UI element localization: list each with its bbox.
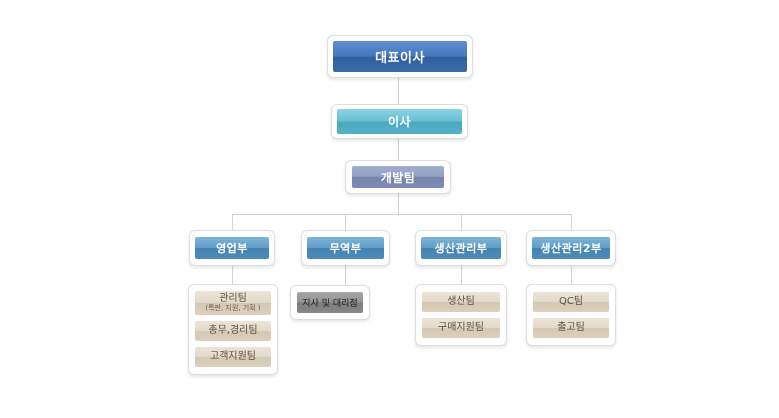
- connector-trade-teams: [345, 266, 346, 285]
- dept-card-production: 생산관리부: [415, 230, 507, 266]
- connector-drop-sales: [232, 214, 233, 230]
- team-production: 생산팀: [422, 292, 500, 312]
- dept-label-production2: 생산관리2부: [532, 237, 610, 259]
- connector-dev-trunk: [398, 194, 399, 214]
- team-purchasing-support: 구매지원팀: [422, 318, 500, 338]
- dept-label-trade: 무역부: [307, 237, 384, 259]
- connector-drop-production: [461, 214, 462, 230]
- dept-label-sales: 영업부: [195, 237, 269, 259]
- dept-label-production: 생산관리부: [421, 237, 501, 259]
- connector-production2-teams: [571, 266, 572, 284]
- team-management: 관리팀 (특판, 지원, 기획 ): [195, 291, 271, 315]
- teams-card-trade: 지사 및 대리점: [290, 285, 370, 320]
- teams-card-production: 생산팀 구매지원팀: [415, 284, 507, 346]
- ceo-card: 대표이사: [327, 35, 473, 78]
- connector-ceo-director: [398, 78, 399, 104]
- teams-card-production2: QC팀 출고팀: [526, 284, 616, 346]
- team-management-label: 관리팀: [219, 293, 247, 304]
- dev-team-label: 개발팀: [352, 166, 444, 188]
- dept-card-sales: 영업부: [189, 230, 275, 266]
- ceo-label: 대표이사: [333, 41, 467, 72]
- dept-card-trade: 무역부: [301, 230, 390, 266]
- dev-team-card: 개발팀: [345, 160, 451, 194]
- team-shipping: 출고팀: [533, 318, 609, 338]
- connector-drop-production2: [571, 214, 572, 230]
- teams-card-sales: 관리팀 (특판, 지원, 기획 ) 총무,경리팀 고객지원팀: [188, 284, 278, 375]
- team-branch-agency: 지사 및 대리점: [297, 292, 363, 313]
- connector-drop-trade: [345, 214, 346, 230]
- connector-sales-teams: [232, 266, 233, 284]
- connector-production-teams: [461, 266, 462, 284]
- team-customer-support: 고객지원팀: [195, 347, 271, 367]
- director-label: 이사: [337, 109, 462, 134]
- connector-horizontal: [232, 214, 571, 215]
- team-qc: QC팀: [533, 292, 609, 312]
- connector-director-dev: [398, 139, 399, 160]
- director-card: 이사: [331, 104, 468, 139]
- dept-card-production2: 생산관리2부: [526, 230, 616, 266]
- team-management-note: (특판, 지원, 기획 ): [205, 304, 261, 312]
- team-general-accounting: 총무,경리팀: [195, 321, 271, 341]
